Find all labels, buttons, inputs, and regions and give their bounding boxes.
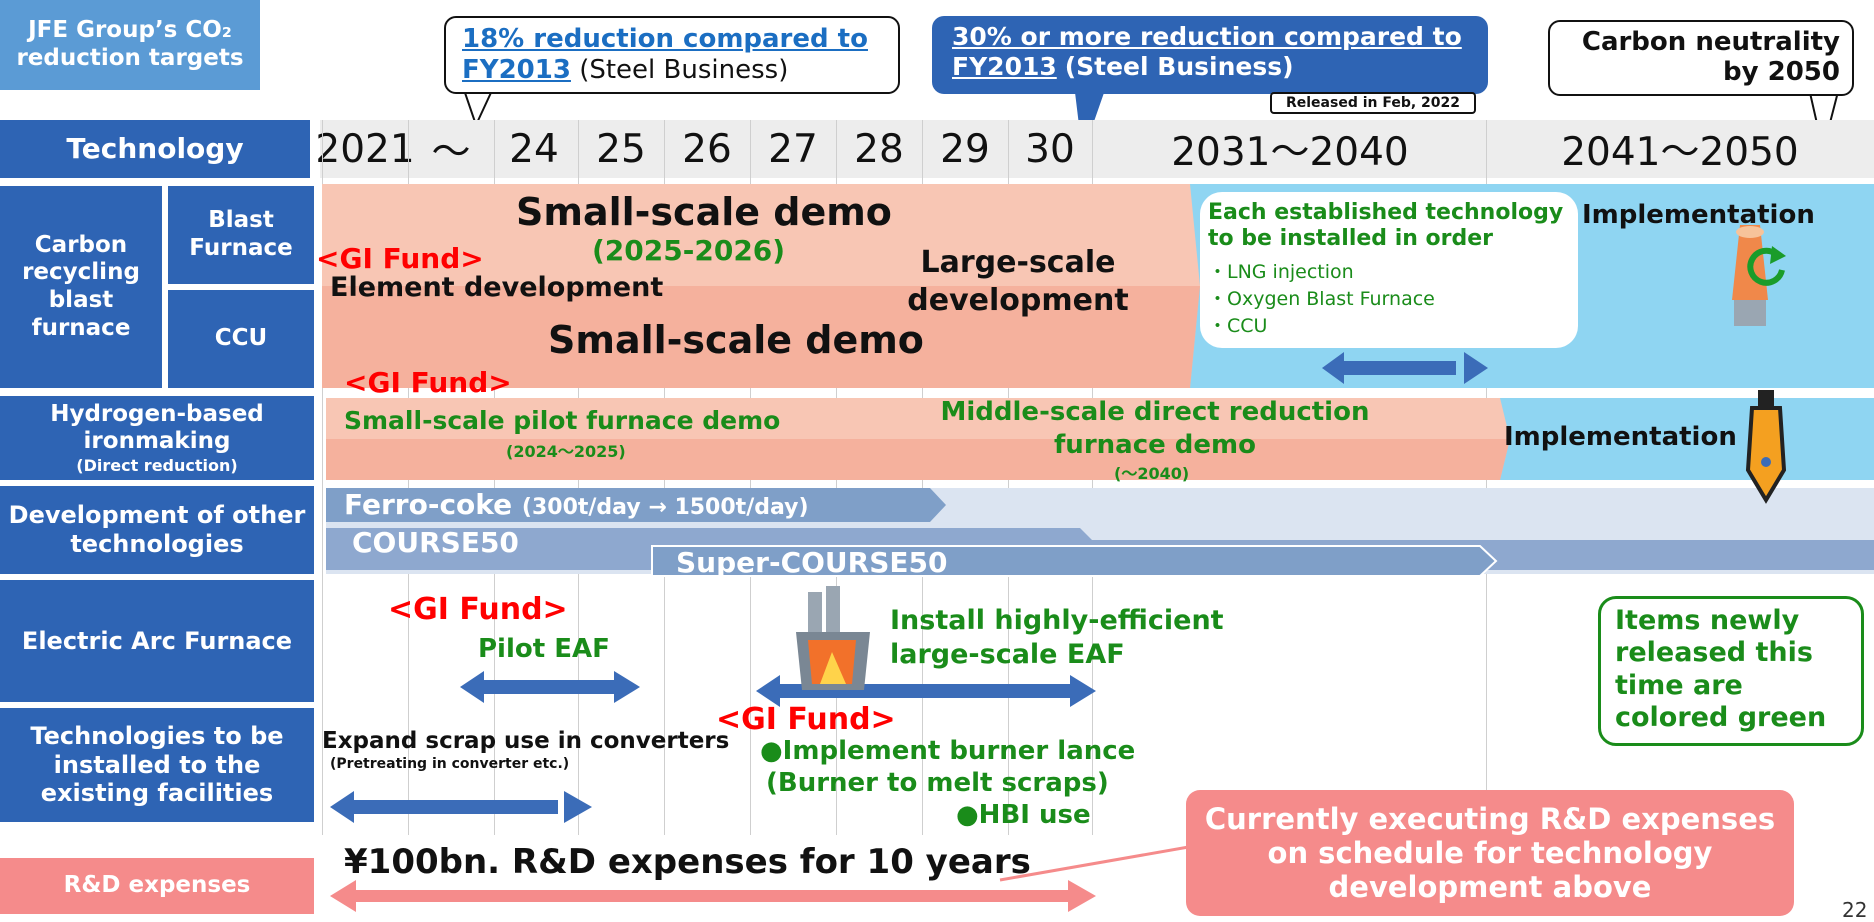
blast-furnace-icon <box>1732 225 1786 326</box>
ferro-coke-label: Ferro-coke (300t/day → 1500t/day) <box>344 488 809 521</box>
eaf-furnace-icon <box>796 586 870 690</box>
ferro-coke-bar <box>326 488 946 522</box>
each-tech-item: ・LNG injection <box>1208 260 1354 283</box>
bf-small-demo-years: (2025-2026) <box>592 234 786 267</box>
year-2041-2050: 2041～2050 <box>1561 130 1799 175</box>
ccu-small-scale-demo: Small-scale demo <box>548 318 924 362</box>
existing-facilities-arrow <box>330 791 592 823</box>
callout-18pct: 18% reduction compared to FY2013 (Steel … <box>444 16 900 94</box>
row-label-carbon-recycling: Carbon recycling blast furnace <box>0 186 162 388</box>
row-label-hydrogen: Hydrogen-based ironmaking (Direct reduct… <box>0 396 314 480</box>
ccu-development-arrow <box>322 286 1200 388</box>
hydrogen-reactor-icon <box>1745 390 1787 504</box>
existing-hbi: ●HBI use <box>956 800 1091 830</box>
bf-implementation: Implementation <box>1582 200 1815 230</box>
existing-expand: Expand scrap use in converters <box>322 728 730 754</box>
eaf-pilot: Pilot EAF <box>478 634 610 664</box>
super-course50-bar <box>651 545 1498 577</box>
super-course50-label: Super-COURSE50 <box>676 546 948 579</box>
grid-line <box>322 120 323 835</box>
bf-gi-fund: <GI Fund> <box>316 242 484 275</box>
eaf-install: Install highly-efficient large-scale EAF <box>890 605 1224 670</box>
each-tech-item: ・CCU <box>1208 314 1268 337</box>
rd-arrow <box>330 880 1096 912</box>
rd-amount: ¥100bn. R&D expenses for 10 years <box>344 842 1031 882</box>
callout-30pct: 30% or more reduction compared to FY2013… <box>932 16 1488 94</box>
callout-2050: Carbon neutrality by 2050 <box>1548 20 1854 96</box>
year-28: 28 <box>854 126 904 172</box>
each-tech-item: ・Oxygen Blast Furnace <box>1208 287 1435 310</box>
legend-green-note: Items newly released this time are color… <box>1598 596 1864 746</box>
pilot-eaf-arrow <box>460 671 640 703</box>
year-30: 30 <box>1025 126 1075 172</box>
year-2031-2040: 2031～2040 <box>1171 130 1409 175</box>
row-label-blast-furnace: Blast Furnace <box>168 186 314 284</box>
co2-targets-label: JFE Group’s CO₂ reduction targets <box>0 0 260 90</box>
course50-label: COURSE50 <box>352 526 519 559</box>
callout-30pct-suffix: (Steel Business) <box>1064 52 1294 81</box>
year-2021: 2021 <box>315 126 415 172</box>
year-tilde: ～ <box>431 130 471 175</box>
existing-gi-fund: <GI Fund> <box>716 702 896 737</box>
released-badge: Released in Feb, 2022 <box>1270 92 1476 114</box>
year-26: 26 <box>682 126 732 172</box>
year-25: 25 <box>596 126 646 172</box>
rd-callout-connector <box>999 843 1201 882</box>
each-tech-box: Each established technology to be instal… <box>1200 192 1578 348</box>
year-29: 29 <box>940 126 990 172</box>
ccu-gi-fund: <GI Fund> <box>344 366 512 399</box>
row-label-rd: R&D expenses <box>0 858 314 914</box>
rd-current-callout: Currently executing R&D expenses on sche… <box>1186 790 1794 916</box>
h2-pilot-demo: Small-scale pilot furnace demo <box>344 406 781 435</box>
existing-burner: ●Implement burner lance <box>760 736 1136 766</box>
bf-large-scale-development: Large-scale development <box>907 245 1129 318</box>
timeline-background <box>320 120 1874 178</box>
bf-element-development: Element development <box>330 272 664 303</box>
year-24: 24 <box>509 126 559 172</box>
h2-middle-years: (～2040) <box>1114 464 1190 483</box>
h2-development-arrow-lower <box>326 439 1510 480</box>
existing-expand-sub: (Pretreating in converter etc.) <box>330 756 570 772</box>
row-label-ccu: CCU <box>168 290 314 388</box>
existing-burner-sub: (Burner to melt scraps) <box>766 768 1109 798</box>
callout-18pct-suffix: (Steel Business) <box>579 55 789 86</box>
each-tech-title: Each established technology to be instal… <box>1208 200 1564 252</box>
h2-implementation: Implementation <box>1504 422 1737 452</box>
year-27: 27 <box>768 126 818 172</box>
row-label-existing: Technologies to be installed to the exis… <box>0 708 314 822</box>
h2-middle-demo: Middle-scale direct reduction furnace de… <box>940 397 1370 460</box>
eaf-gi-fund: <GI Fund> <box>388 592 568 627</box>
row-label-other-tech: Development of other technologies <box>0 486 314 574</box>
h2-pilot-years: (2024～2025) <box>506 442 626 461</box>
row-label-eaf: Electric Arc Furnace <box>0 580 314 702</box>
bf-double-arrow <box>1322 352 1488 384</box>
callout-18pct-main: 18% reduction compared to FY2013 <box>462 24 868 86</box>
callout-30pct-main: 30% or more reduction compared to FY2013 <box>952 22 1462 81</box>
technology-label: Technology <box>0 120 310 178</box>
page-number: 22 <box>1842 898 1868 922</box>
bf-small-scale-demo: Small-scale demo <box>516 190 892 234</box>
